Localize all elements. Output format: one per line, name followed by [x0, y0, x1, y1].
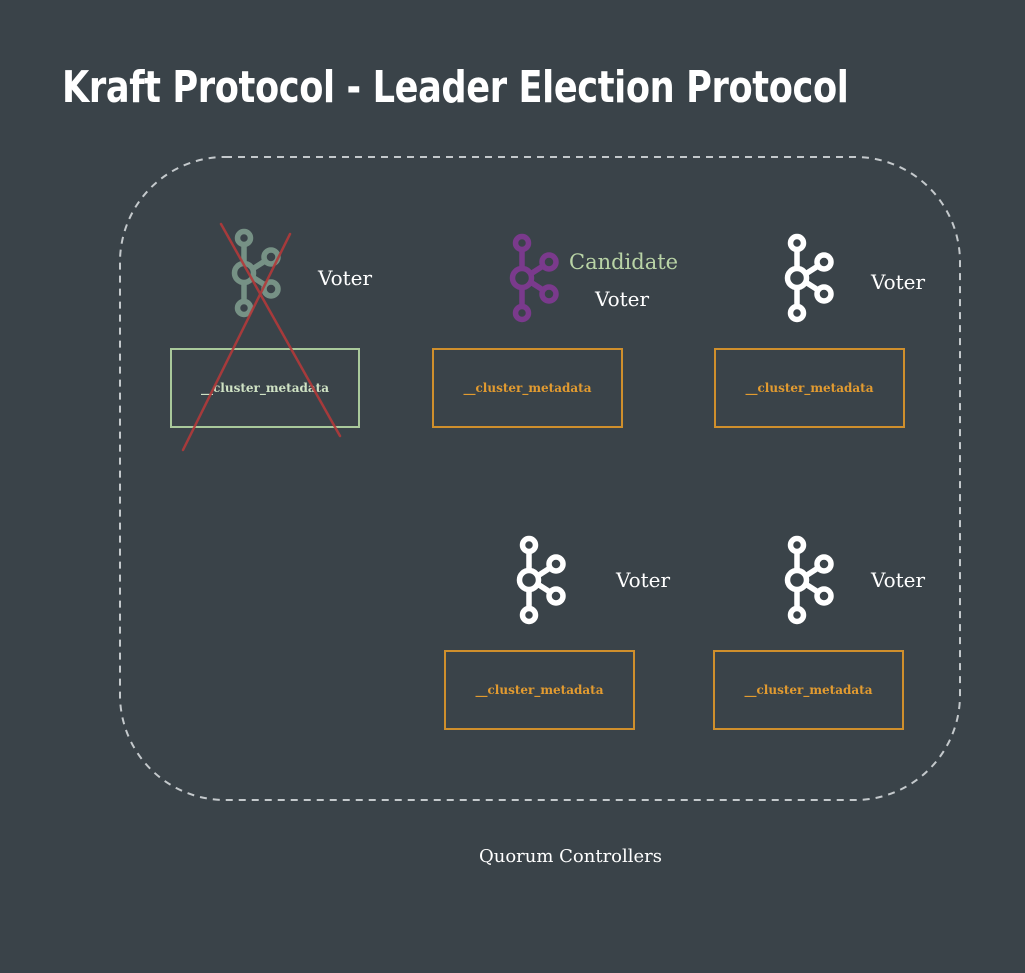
- kafka-icon: [231, 228, 281, 318]
- node-status-label: Candidate: [569, 250, 679, 274]
- cluster-metadata-label: __cluster_metadata: [201, 381, 329, 395]
- page-title: Kraft Protocol - Leader Election Protoco…: [62, 62, 849, 113]
- cluster-metadata-box: __cluster_metadata: [713, 650, 904, 730]
- cluster-metadata-box: __cluster_metadata: [432, 348, 623, 428]
- kafka-icon: [509, 233, 559, 323]
- cluster-metadata-box: __cluster_metadata: [170, 348, 360, 428]
- quorum-controllers-label: Quorum Controllers: [478, 846, 663, 867]
- node-role-label: Voter: [595, 287, 650, 311]
- cluster-metadata-label: __cluster_metadata: [463, 381, 592, 395]
- cluster-metadata-box: __cluster_metadata: [714, 348, 905, 428]
- cluster-metadata-label: __cluster_metadata: [745, 381, 874, 395]
- kafka-icon: [516, 535, 566, 625]
- cluster-metadata-label: __cluster_metadata: [744, 683, 873, 697]
- kafka-icon: [784, 233, 834, 323]
- node-role-label: Voter: [318, 266, 373, 290]
- node-role-label: Voter: [616, 568, 671, 592]
- node-role-label: Voter: [871, 568, 926, 592]
- kafka-icon: [784, 535, 834, 625]
- cluster-metadata-box: __cluster_metadata: [444, 650, 635, 730]
- node-role-label: Voter: [871, 270, 926, 294]
- cluster-metadata-label: __cluster_metadata: [475, 683, 604, 697]
